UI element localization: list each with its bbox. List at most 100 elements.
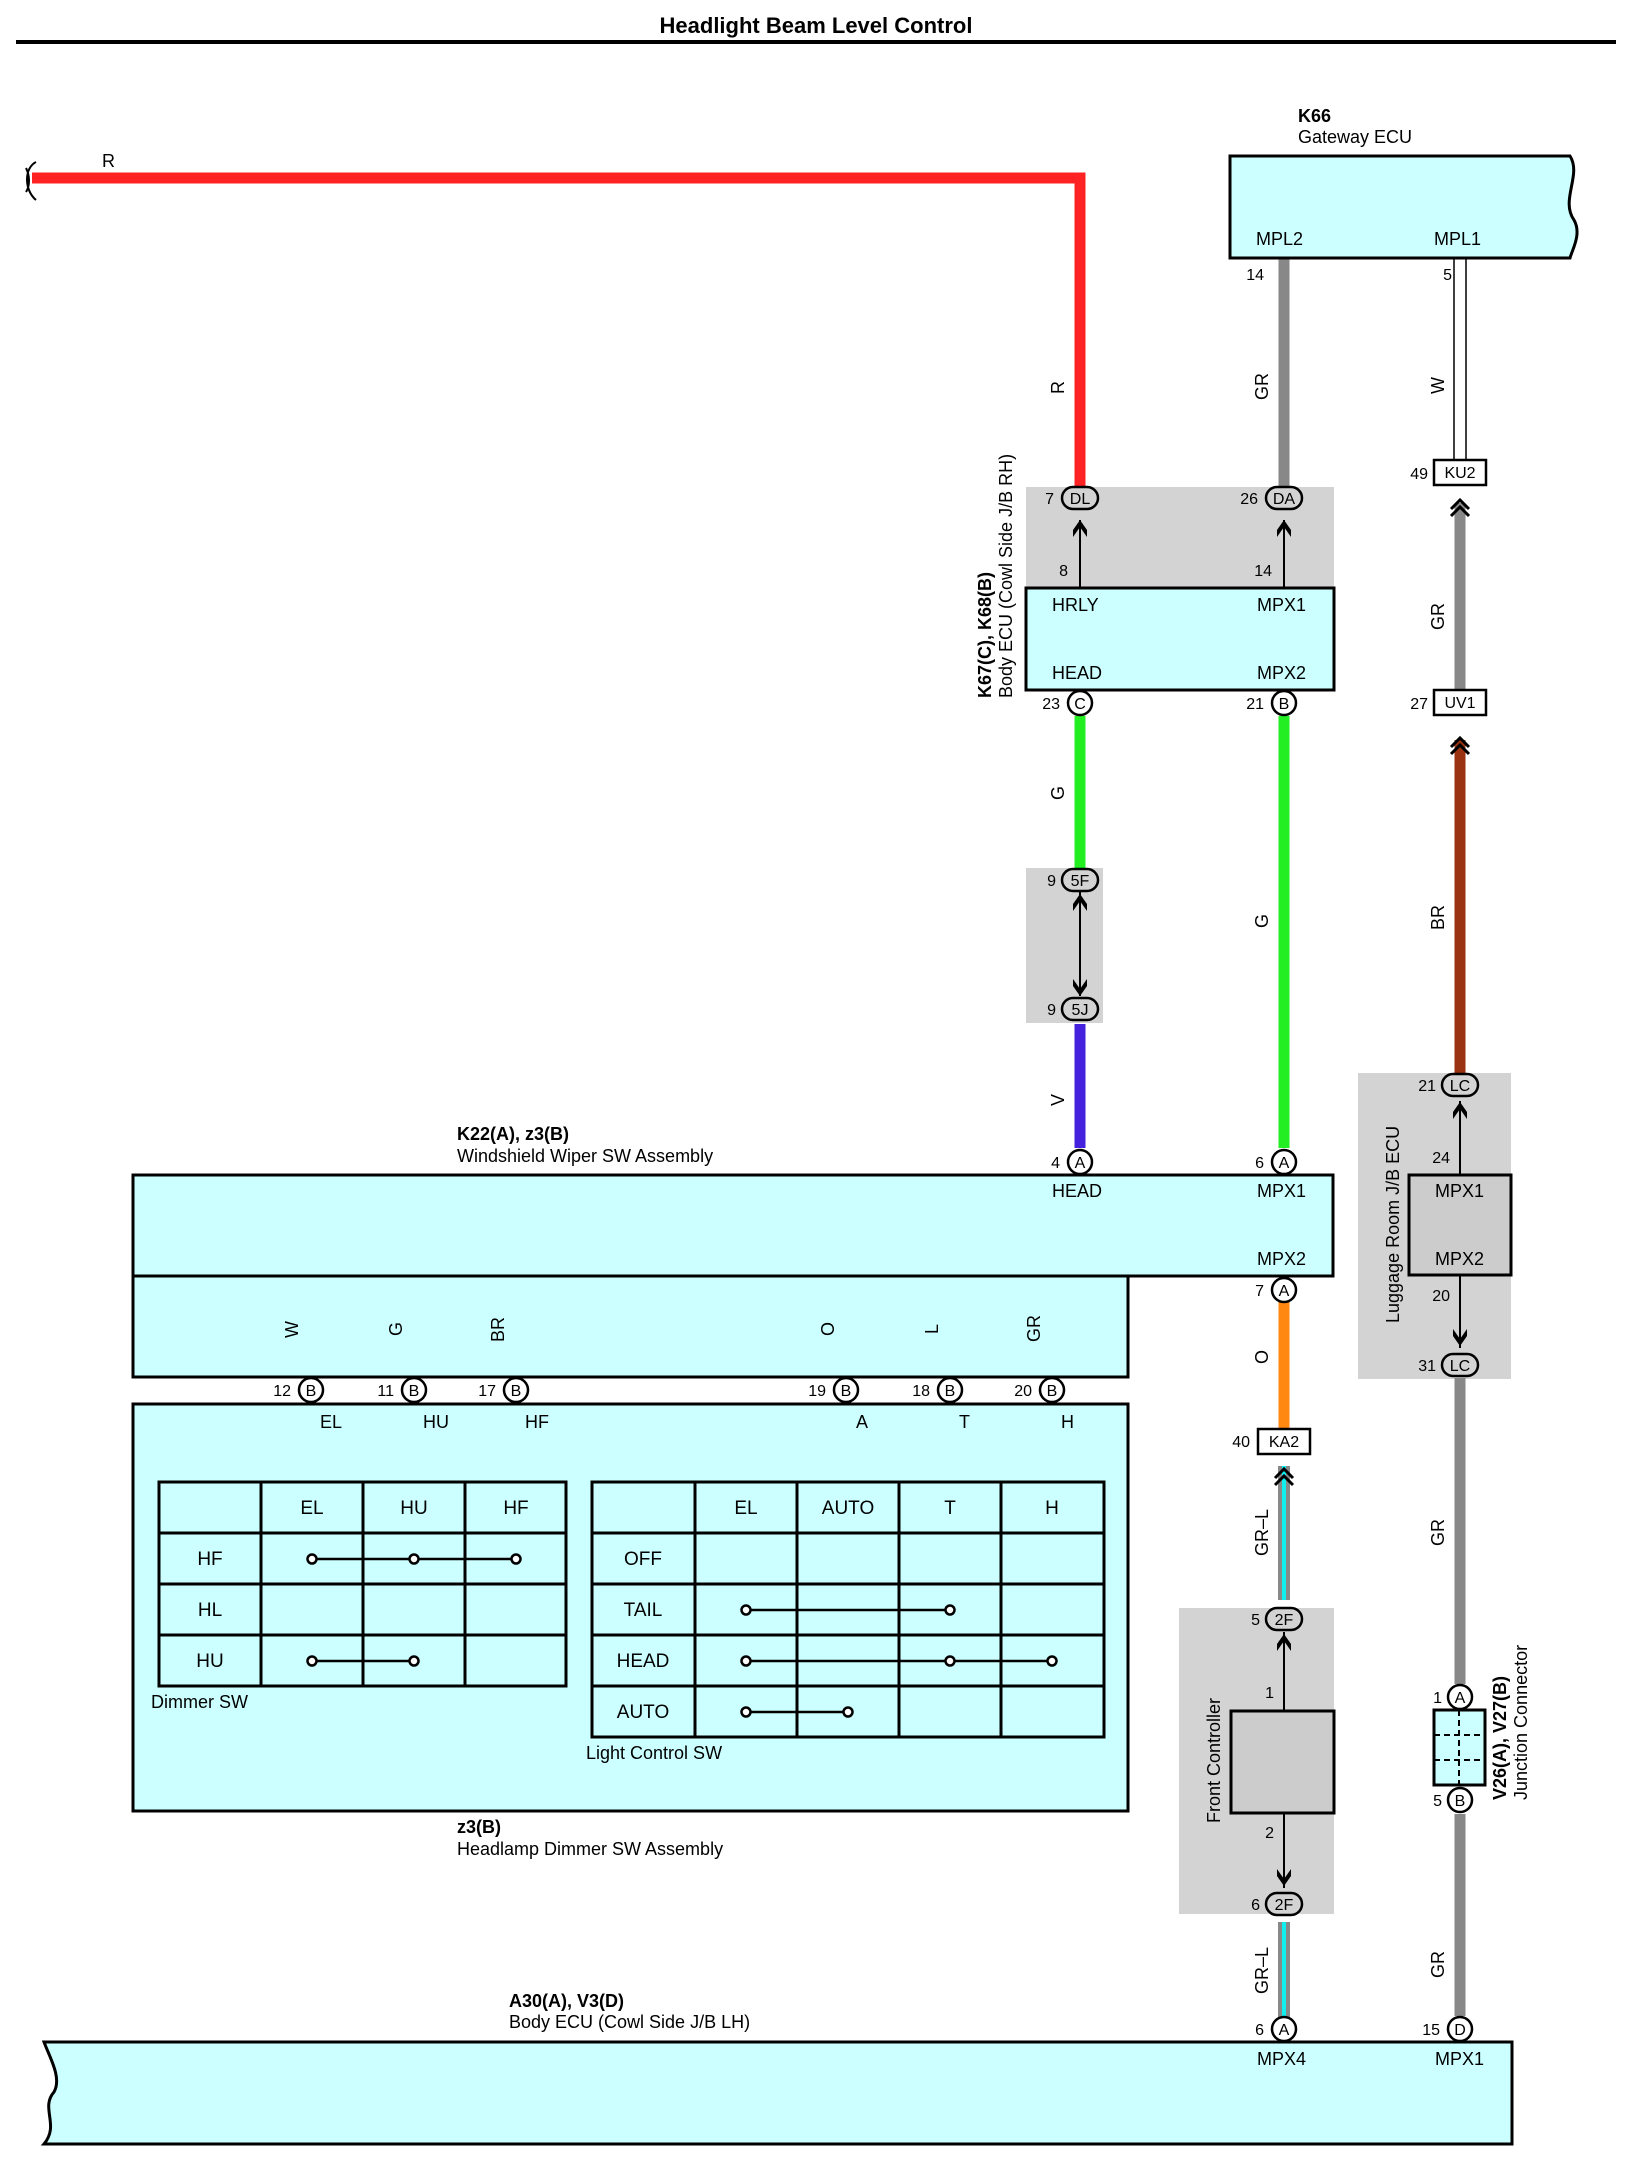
svg-text:GR: GR <box>1428 603 1448 630</box>
wiper-mpx2: MPX2 <box>1257 1249 1306 1269</box>
svg-text:UV1: UV1 <box>1444 695 1475 712</box>
svg-text:20: 20 <box>1014 1383 1032 1400</box>
connector-2f-lower: 2F <box>1264 1891 1304 1917</box>
svg-text:L: L <box>922 1324 942 1334</box>
body-rh-mpx2: MPX2 <box>1257 663 1306 683</box>
svg-text:O: O <box>1252 1350 1272 1364</box>
connector-b20: B <box>1038 1376 1066 1404</box>
svg-text:LC: LC <box>1450 1358 1470 1375</box>
body-lh-code: A30(A), V3(D) <box>509 1991 624 2011</box>
front-controller: Front Controller <box>1204 1698 1336 1823</box>
body-lh-mpx4: MPX4 <box>1257 2049 1306 2069</box>
svg-text:5J: 5J <box>1072 1002 1089 1019</box>
svg-text:2F: 2F <box>1275 1897 1294 1914</box>
svg-text:G: G <box>386 1322 406 1336</box>
svg-text:27: 27 <box>1410 696 1428 713</box>
svg-text:DA: DA <box>1273 491 1296 508</box>
svg-text:T: T <box>959 1412 970 1432</box>
body-lh-name: Body ECU (Cowl Side J/B LH) <box>509 2012 750 2032</box>
connector-junction-b: B <box>1446 1786 1474 1814</box>
svg-text:15: 15 <box>1422 2022 1440 2039</box>
connector-da: DA <box>1264 485 1304 511</box>
svg-text:21: 21 <box>1246 696 1264 713</box>
dimmer-row-hl: HL <box>198 1600 222 1621</box>
luggage-name: Luggage Room J/B ECU <box>1383 1126 1403 1323</box>
connector-a7: A <box>1270 1276 1298 1304</box>
junction-connector: V26(A), V27(B) Junction Connector <box>1432 1645 1531 1800</box>
body-rh-hrly: HRLY <box>1052 595 1099 615</box>
svg-text:5F: 5F <box>1071 873 1090 890</box>
dimmer-col-hf: HF <box>503 1498 528 1519</box>
svg-text:HU: HU <box>423 1412 449 1432</box>
wire-color-labels: R R GR W GR G G V BR W G BR O L GR O GR–… <box>102 151 1448 1994</box>
connector-a6: A <box>1270 1148 1298 1176</box>
wire-r <box>25 161 1086 497</box>
svg-text:6: 6 <box>1255 1155 1264 1172</box>
luggage-mpx2: MPX2 <box>1435 1249 1484 1269</box>
luggage-jb-ecu: MPX1 MPX2 Luggage Room J/B ECU <box>1383 1126 1513 1323</box>
svg-text:V: V <box>1048 1094 1068 1106</box>
svg-text:6: 6 <box>1255 2022 1264 2039</box>
svg-text:HF: HF <box>525 1412 549 1432</box>
svg-text:GR–L: GR–L <box>1252 1509 1272 1556</box>
svg-text:B: B <box>306 1383 317 1400</box>
body-rh-head: HEAD <box>1052 663 1102 683</box>
connector-lc31: LC <box>1440 1352 1480 1378</box>
svg-text:5: 5 <box>1251 1612 1260 1629</box>
svg-text:D: D <box>1454 2022 1466 2039</box>
wiper-head: HEAD <box>1052 1181 1102 1201</box>
svg-text:GR: GR <box>1428 1951 1448 1978</box>
svg-text:DL: DL <box>1070 491 1091 508</box>
connector-b21: B <box>1270 689 1298 717</box>
dimmer-col-hu: HU <box>400 1498 427 1519</box>
connector-ka2: KA2 <box>1256 1427 1312 1456</box>
connector-lh-d: D <box>1446 2015 1474 2043</box>
wiper-code: K22(A), z3(B) <box>457 1124 569 1144</box>
svg-text:H: H <box>1061 1412 1074 1432</box>
dimmer-continuity <box>306 1553 522 1667</box>
svg-text:20: 20 <box>1432 1288 1450 1305</box>
svg-text:12: 12 <box>273 1383 291 1400</box>
svg-text:B: B <box>1279 696 1290 713</box>
svg-text:R: R <box>102 151 115 171</box>
svg-text:A: A <box>1279 2022 1290 2039</box>
svg-text:18: 18 <box>912 1383 930 1400</box>
svg-text:B: B <box>945 1383 956 1400</box>
svg-text:B: B <box>511 1383 522 1400</box>
light-control-sw-table: EL AUTO T H OFF TAIL HEAD AUTO Light Con… <box>586 1480 1106 1763</box>
svg-text:BR: BR <box>1428 905 1448 930</box>
wire-w-gateway <box>1453 257 1467 465</box>
light-col-h: H <box>1045 1498 1059 1519</box>
svg-text:EL: EL <box>320 1412 342 1432</box>
wire-grl-lower <box>1278 1922 1290 2026</box>
svg-text:GR: GR <box>1252 373 1272 400</box>
diagram-title: Headlight Beam Level Control <box>660 13 973 38</box>
svg-text:6: 6 <box>1251 1897 1260 1914</box>
connector-ku2: KU2 <box>1432 458 1488 487</box>
light-row-tail: TAIL <box>624 1600 663 1621</box>
gateway-pin-mpl2: MPL2 <box>1256 229 1303 249</box>
connector-b12: B <box>297 1376 325 1404</box>
connector-c: C <box>1066 689 1094 717</box>
connector-b17: B <box>502 1376 530 1404</box>
switch-terminal-labels: EL HU HF A T H <box>320 1412 1074 1432</box>
body-lh-mpx1: MPX1 <box>1435 2049 1484 2069</box>
junction-name: Junction Connector <box>1511 1645 1531 1800</box>
wire-grl-upper <box>1278 1466 1290 1600</box>
svg-text:A: A <box>1455 1690 1466 1707</box>
gateway-pin-mpl1: MPL1 <box>1434 229 1481 249</box>
connector-b19: B <box>832 1376 860 1404</box>
light-continuity <box>740 1604 1058 1718</box>
svg-text:GR: GR <box>1428 1519 1448 1546</box>
svg-text:11: 11 <box>377 1383 394 1400</box>
wiper-name: Windshield Wiper SW Assembly <box>457 1146 713 1166</box>
svg-text:2F: 2F <box>1275 1612 1294 1629</box>
svg-text:1: 1 <box>1265 1685 1274 1702</box>
svg-text:KU2: KU2 <box>1444 465 1475 482</box>
svg-text:4: 4 <box>1051 1155 1060 1172</box>
connector-a4: A <box>1066 1148 1094 1176</box>
svg-text:14: 14 <box>1246 267 1264 284</box>
svg-text:W: W <box>282 1321 302 1338</box>
front-controller-name: Front Controller <box>1204 1698 1224 1823</box>
svg-text:A: A <box>856 1412 868 1432</box>
